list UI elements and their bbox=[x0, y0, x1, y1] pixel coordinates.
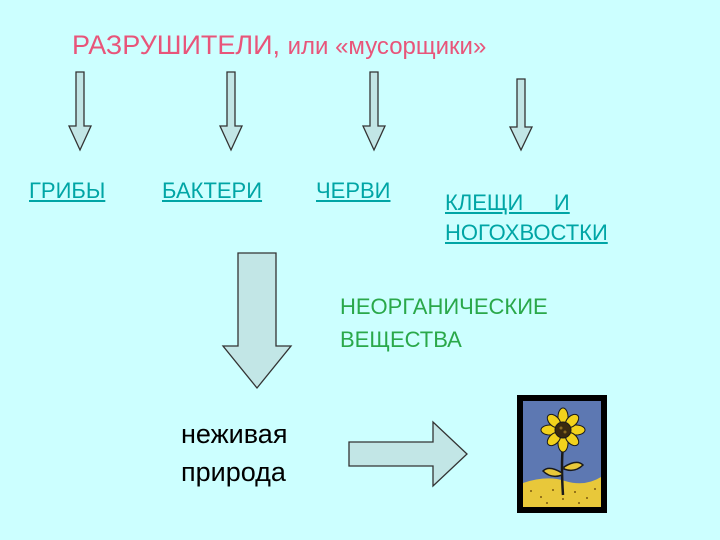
inorganic-line2: ВЕЩЕСТВА bbox=[340, 327, 462, 352]
sunflower-picture bbox=[517, 395, 607, 513]
down-arrow-icon-bacteria bbox=[218, 71, 244, 152]
right-arrow-icon bbox=[348, 420, 468, 488]
mites-line1: КЛЕЩИ И bbox=[445, 190, 570, 215]
inorganic-substances-label: НЕОРГАНИЧЕСКИЕ ВЕЩЕСТВА bbox=[340, 290, 548, 356]
title-main: РАЗРУШИТЕЛИ, bbox=[72, 30, 281, 60]
nature-line2: природа bbox=[181, 457, 286, 487]
fungi-link[interactable]: ГРИБЫ bbox=[29, 178, 106, 203]
nature-line1: неживая bbox=[181, 419, 288, 449]
down-arrow-icon-fungi bbox=[67, 71, 93, 152]
title-sub: или «мусорщики» bbox=[287, 33, 487, 60]
worms-link[interactable]: ЧЕРВИ bbox=[316, 178, 391, 203]
mites-link[interactable]: КЛЕЩИ И НОГОХВОСТКИ bbox=[445, 188, 608, 248]
diagram-title: РАЗРУШИТЕЛИ, или «мусорщики» bbox=[72, 30, 486, 61]
bacteria-link[interactable]: БАКТЕРИ bbox=[162, 178, 263, 203]
big-down-arrow-icon bbox=[221, 252, 293, 390]
inorganic-line1: НЕОРГАНИЧЕСКИЕ bbox=[340, 294, 548, 319]
nonliving-nature-label: неживая природа bbox=[181, 415, 287, 491]
down-arrow-icon-worms bbox=[361, 71, 387, 152]
mites-line2: НОГОХВОСТКИ bbox=[445, 220, 608, 245]
down-arrow-icon-mites bbox=[508, 78, 534, 152]
